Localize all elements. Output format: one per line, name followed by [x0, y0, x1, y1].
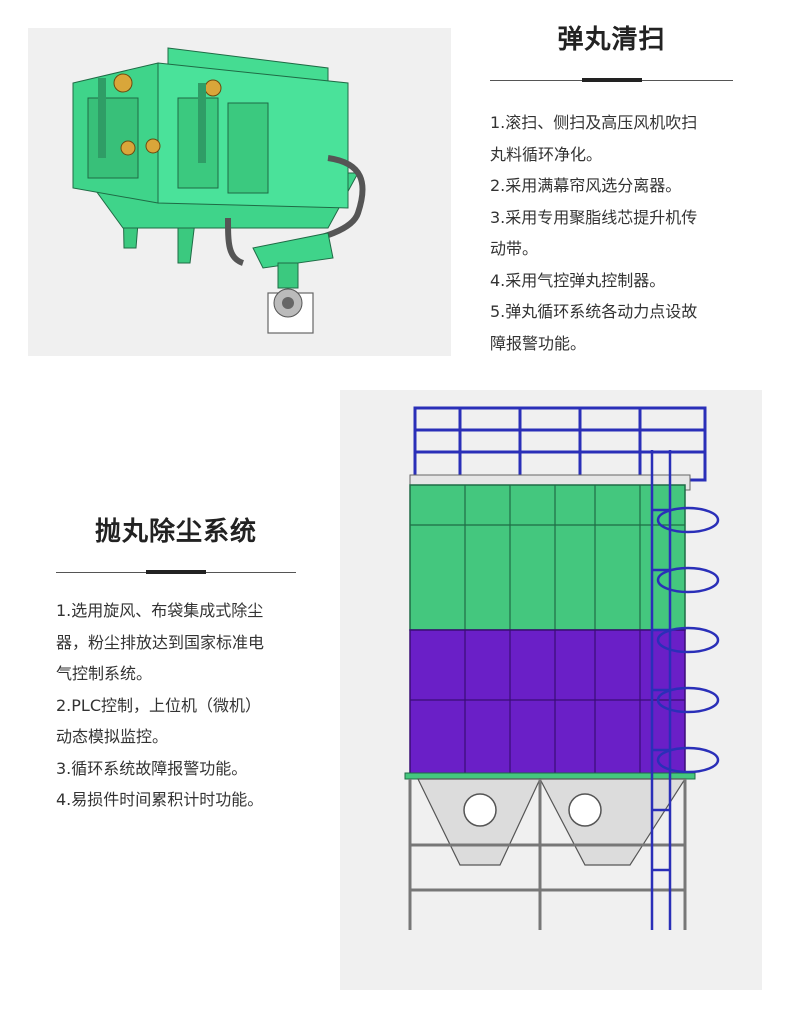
list-item: 障报警功能。	[490, 333, 587, 353]
section-title: 弹丸清扫	[557, 25, 666, 55]
list-item: 气控制系统。	[56, 664, 153, 683]
shot-cleaning-machine-illustration	[72, 47, 366, 334]
list-item: 4.采用气控弹丸控制器。	[490, 270, 666, 290]
title-divider	[490, 78, 733, 82]
feature-list: 1.选用旋风、布袋集成式除尘 器，粉尘排放达到国家标准电 气控制系统。 2.PL…	[56, 595, 296, 816]
list-item: 丸料循环净化。	[490, 144, 603, 164]
list-item: 动带。	[490, 239, 539, 258]
feature-list: 1.滚扫、侧扫及高压风机吹扫 丸料循环净化。 2.采用满幕帘风选分离器。 3.采…	[490, 107, 733, 359]
list-item: 器，粉尘排放达到国家标准电	[56, 632, 265, 652]
list-item: 3.采用专用聚脂线芯提升机传	[490, 207, 698, 227]
dust-collector-image	[340, 390, 762, 990]
dust-collector-illustration	[404, 406, 720, 930]
list-item: 4.易损件时间累积计时功能。	[56, 790, 264, 809]
list-item: 动态模拟监控。	[56, 727, 169, 746]
list-item: 1.滚扫、侧扫及高压风机吹扫	[490, 113, 698, 132]
list-item: 1.选用旋风、布袋集成式除尘	[56, 601, 264, 620]
section-title: 抛丸除尘系统	[94, 517, 257, 547]
list-item: 2.采用满幕帘风选分离器。	[490, 176, 682, 195]
list-item: 3.循环系统故障报警功能。	[56, 758, 248, 778]
list-item: 5.弹丸循环系统各动力点设故	[490, 302, 698, 321]
dust-removal-section: 抛丸除尘系统 1.选用旋风、布袋集成式除尘 器，粉尘排放达到国家标准电 气控制系…	[56, 512, 296, 816]
shot-cleaning-machine-image	[28, 28, 451, 356]
shot-cleaning-section: 弹丸清扫 1.滚扫、侧扫及高压风机吹扫 丸料循环净化。 2.采用满幕帘风选分离器…	[490, 20, 733, 359]
list-item: 2.PLC控制，上位机（微机）	[56, 695, 262, 715]
title-divider	[56, 570, 296, 574]
